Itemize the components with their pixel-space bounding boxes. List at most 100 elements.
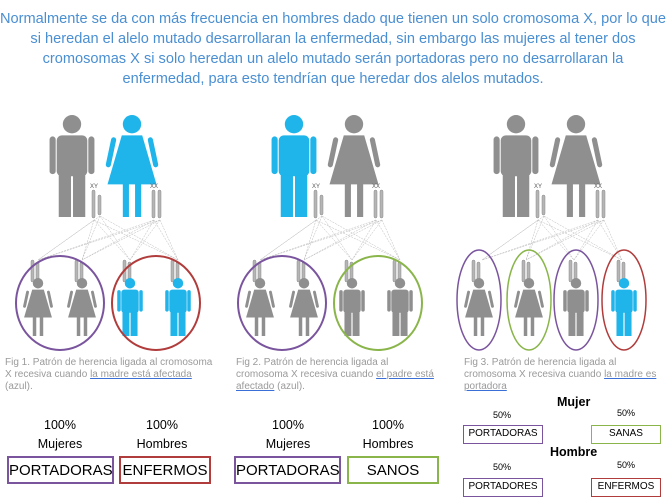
- inheritance-line: [259, 215, 323, 261]
- caption-text: Fig 2. Patrón de herencia ligada al crom…: [236, 357, 389, 380]
- chromosome-label: XY: [90, 184, 98, 190]
- child-female-icon: [289, 278, 319, 336]
- father-icon: [271, 115, 317, 217]
- chromosome: [296, 259, 301, 283]
- child-male-icon: [563, 278, 589, 336]
- inheritance-line: [37, 219, 95, 261]
- chromosome: [319, 194, 324, 216]
- mother-icon: [327, 115, 381, 217]
- chromosome: [521, 259, 526, 283]
- fig3-hombre-left-status-box: PORTADORES: [463, 478, 543, 497]
- chromosome: [170, 259, 175, 283]
- inheritance-line: [537, 219, 623, 261]
- inheritance-line: [525, 215, 545, 261]
- children: [23, 259, 191, 336]
- fig1-female-percent: 100%: [44, 418, 76, 432]
- inheritance-line: [129, 219, 161, 261]
- fig3-hombre-left-percent: 50%: [493, 462, 512, 472]
- mother-figure: [549, 115, 603, 217]
- inheritance-line: [597, 219, 623, 261]
- inheritance-line: [375, 219, 401, 261]
- mother-figure: [105, 115, 159, 217]
- father-figure: [271, 115, 317, 217]
- chromosome: [175, 261, 180, 281]
- child-male-icon: [165, 278, 191, 336]
- figure-1-caption: Fig 1. Patrón de herencia ligada al crom…: [5, 357, 217, 393]
- inheritance-line: [303, 219, 383, 261]
- inheritance-line: [321, 215, 401, 261]
- fig2-male-percent: 100%: [372, 418, 404, 432]
- fig3-hombre-title: Hombre: [550, 445, 598, 459]
- caption-highlight: la madre está afectada: [90, 369, 192, 380]
- child-male-icon: [611, 278, 637, 336]
- inheritance-line: [159, 219, 179, 261]
- mother-figure: [327, 115, 381, 217]
- fig2-female-percent: 100%: [272, 418, 304, 432]
- inheritance-line: [81, 215, 101, 261]
- inheritance-line: [81, 219, 155, 261]
- fig1-male-sex: Hombres: [136, 437, 188, 451]
- mother-icon: [549, 115, 603, 217]
- figure-3-pedigree: XY XX: [456, 115, 647, 351]
- children: [464, 259, 637, 336]
- inheritance-line: [81, 219, 95, 261]
- chromosome: [79, 261, 84, 281]
- chromosome: [379, 189, 384, 219]
- fig1-male-percent: 100%: [146, 418, 178, 432]
- fig2-female-status-box: PORTADORAS: [234, 456, 341, 484]
- fig1-male-status-box: ENFERMOS: [119, 456, 211, 484]
- chromosome: [471, 259, 476, 283]
- inheritance-line: [543, 215, 623, 261]
- chromosome-label: XY: [312, 184, 320, 190]
- inheritance-lines: [259, 215, 401, 261]
- chromosome: [74, 259, 79, 283]
- inheritance-line: [481, 219, 599, 261]
- chromosome: [621, 261, 626, 281]
- chromosome-label: XX: [594, 184, 602, 190]
- chromosome: [91, 189, 96, 219]
- chromosome-label: XY: [534, 184, 542, 190]
- inheritance-line: [37, 219, 161, 261]
- inheritance-line: [525, 219, 599, 261]
- figure-3-diagram: XY XX: [444, 100, 666, 390]
- caption-highlight: el padre está afectado: [236, 369, 434, 392]
- inheritance-line: [259, 219, 317, 261]
- chromosome: [30, 259, 35, 283]
- child-female-icon: [245, 278, 275, 336]
- chromosome: [595, 189, 600, 219]
- father-figure: [493, 115, 539, 217]
- inheritance-line: [481, 215, 545, 261]
- fig3-mujer-right-status-box: SANAS: [591, 425, 661, 444]
- father-icon: [49, 115, 95, 217]
- fig3-mujer-title: Mujer: [557, 395, 591, 409]
- caption-text: Fig 3. Patrón de herencia ligada al crom…: [464, 357, 617, 380]
- figure-1-diagram: XY XX: [0, 100, 222, 390]
- group-ellipse: [237, 255, 327, 351]
- child-male-icon: [387, 278, 413, 336]
- caption-highlight: la madre es portadora: [464, 369, 657, 392]
- inheritance-line: [153, 219, 179, 261]
- chromosome: [616, 259, 621, 283]
- child-female-icon: [23, 278, 53, 336]
- figure-2-caption: Fig 2. Patrón de herencia ligada al crom…: [236, 357, 442, 393]
- inheritance-lines: [481, 215, 623, 261]
- group-ellipses: [456, 249, 647, 351]
- inheritance-line: [525, 219, 605, 261]
- intro-paragraph: Normalmente se da con más frecuencia en …: [0, 11, 666, 87]
- chromosome: [541, 194, 546, 216]
- inheritance-line: [93, 219, 179, 261]
- chromosomes-parents: XY XX: [534, 184, 606, 219]
- chromosome: [151, 189, 156, 219]
- chromosome: [476, 261, 481, 281]
- children: [245, 259, 413, 336]
- child-female-icon: [464, 278, 494, 336]
- fig3-mujer-right-percent: 50%: [617, 408, 636, 418]
- fig1-female-sex: Mujeres: [37, 437, 83, 451]
- group-ellipse: [15, 255, 105, 351]
- chromosome: [97, 194, 102, 216]
- fig2-male-status-box: SANOS: [347, 456, 439, 484]
- chromosome-label: XX: [150, 184, 158, 190]
- child-male-icon: [339, 278, 365, 336]
